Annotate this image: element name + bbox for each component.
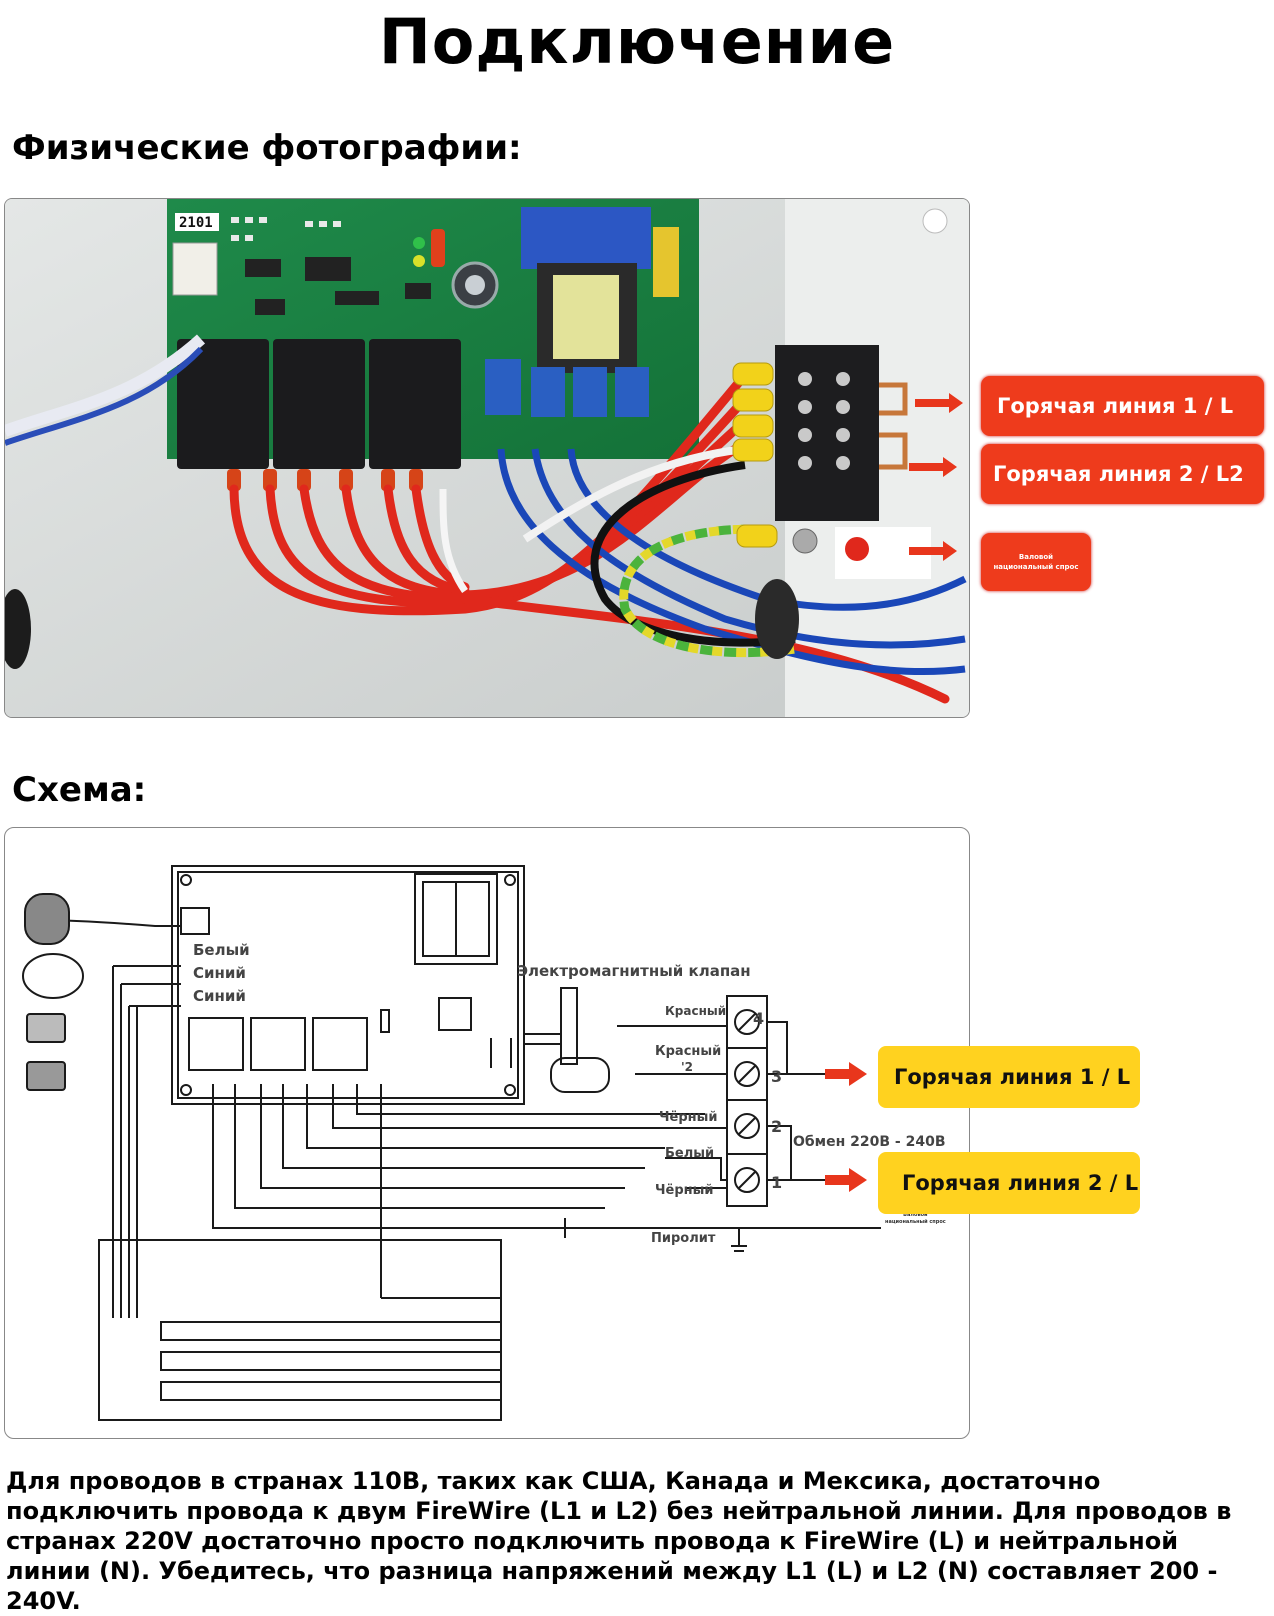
wire-label-white: Белый — [193, 941, 250, 959]
callout-ground: Валовой национальный спрос — [981, 533, 1091, 591]
terminal-label-pilot: Пиролит — [651, 1231, 716, 1246]
valve-label: Электромагнитный клапан — [517, 962, 751, 980]
terminal-label-red-1: Красный — [665, 1004, 727, 1018]
wire-label-blue-1: Синий — [193, 964, 246, 982]
terminal-label-red-2: Красный — [655, 1044, 722, 1059]
wiring-schematic: 4 3 2 1 Белый Синий Синий Электромагнитн… — [4, 827, 970, 1439]
callout-ground-line1: Валовой — [1018, 553, 1054, 561]
wiring-note: Для проводов в странах 110В, таких как С… — [6, 1467, 1232, 1615]
terminal-label-black-1: Чёрный — [659, 1110, 718, 1125]
terminal-label-black-2: Чёрный — [655, 1183, 714, 1198]
power-relays — [177, 339, 461, 469]
controller-photo: 2101 — [4, 198, 970, 718]
board-marking: 2101 — [179, 215, 213, 231]
scheme-ground-line2: национальный спрос — [885, 1219, 946, 1225]
photo-heading: Физические фотографии: — [12, 128, 522, 168]
terminal-num-2: 2 — [771, 1117, 782, 1136]
terminal-label-red-2-suffix: '2 — [681, 1060, 694, 1074]
sensor-icons — [22, 893, 84, 1091]
callout-hot-line-2: Горячая линия 2 / L2 — [981, 444, 1264, 504]
scheme-hot-line-1: Горячая линия 1 / L — [878, 1046, 1140, 1108]
schematic-lines: 4 3 2 1 — [22, 865, 881, 1421]
page-title: Подключение — [378, 5, 896, 78]
scheme-ground-line1: Валовой — [903, 1212, 928, 1218]
scheme-hot-line-2: Горячая линия 2 / L — [878, 1152, 1140, 1214]
callout-hot-line-1: Горячая линия 1 / L — [981, 376, 1264, 436]
terminal-num-1: 1 — [771, 1173, 782, 1192]
callout-ground-line2: национальный спрос — [993, 563, 1079, 571]
exchange-label: Обмен 220В - 240В — [793, 1134, 946, 1150]
scheme-heading: Схема: — [12, 770, 147, 810]
terminal-num-3: 3 — [771, 1067, 782, 1086]
wire-label-blue-2: Синий — [193, 987, 246, 1005]
terminal-num-4: 4 — [753, 1009, 764, 1028]
terminal-block — [775, 345, 879, 521]
scheme-ground-label: Валовой национальный спрос — [885, 1212, 946, 1226]
terminal-label-white: Белый — [665, 1146, 715, 1161]
photo-illustration: 2101 — [5, 199, 969, 717]
